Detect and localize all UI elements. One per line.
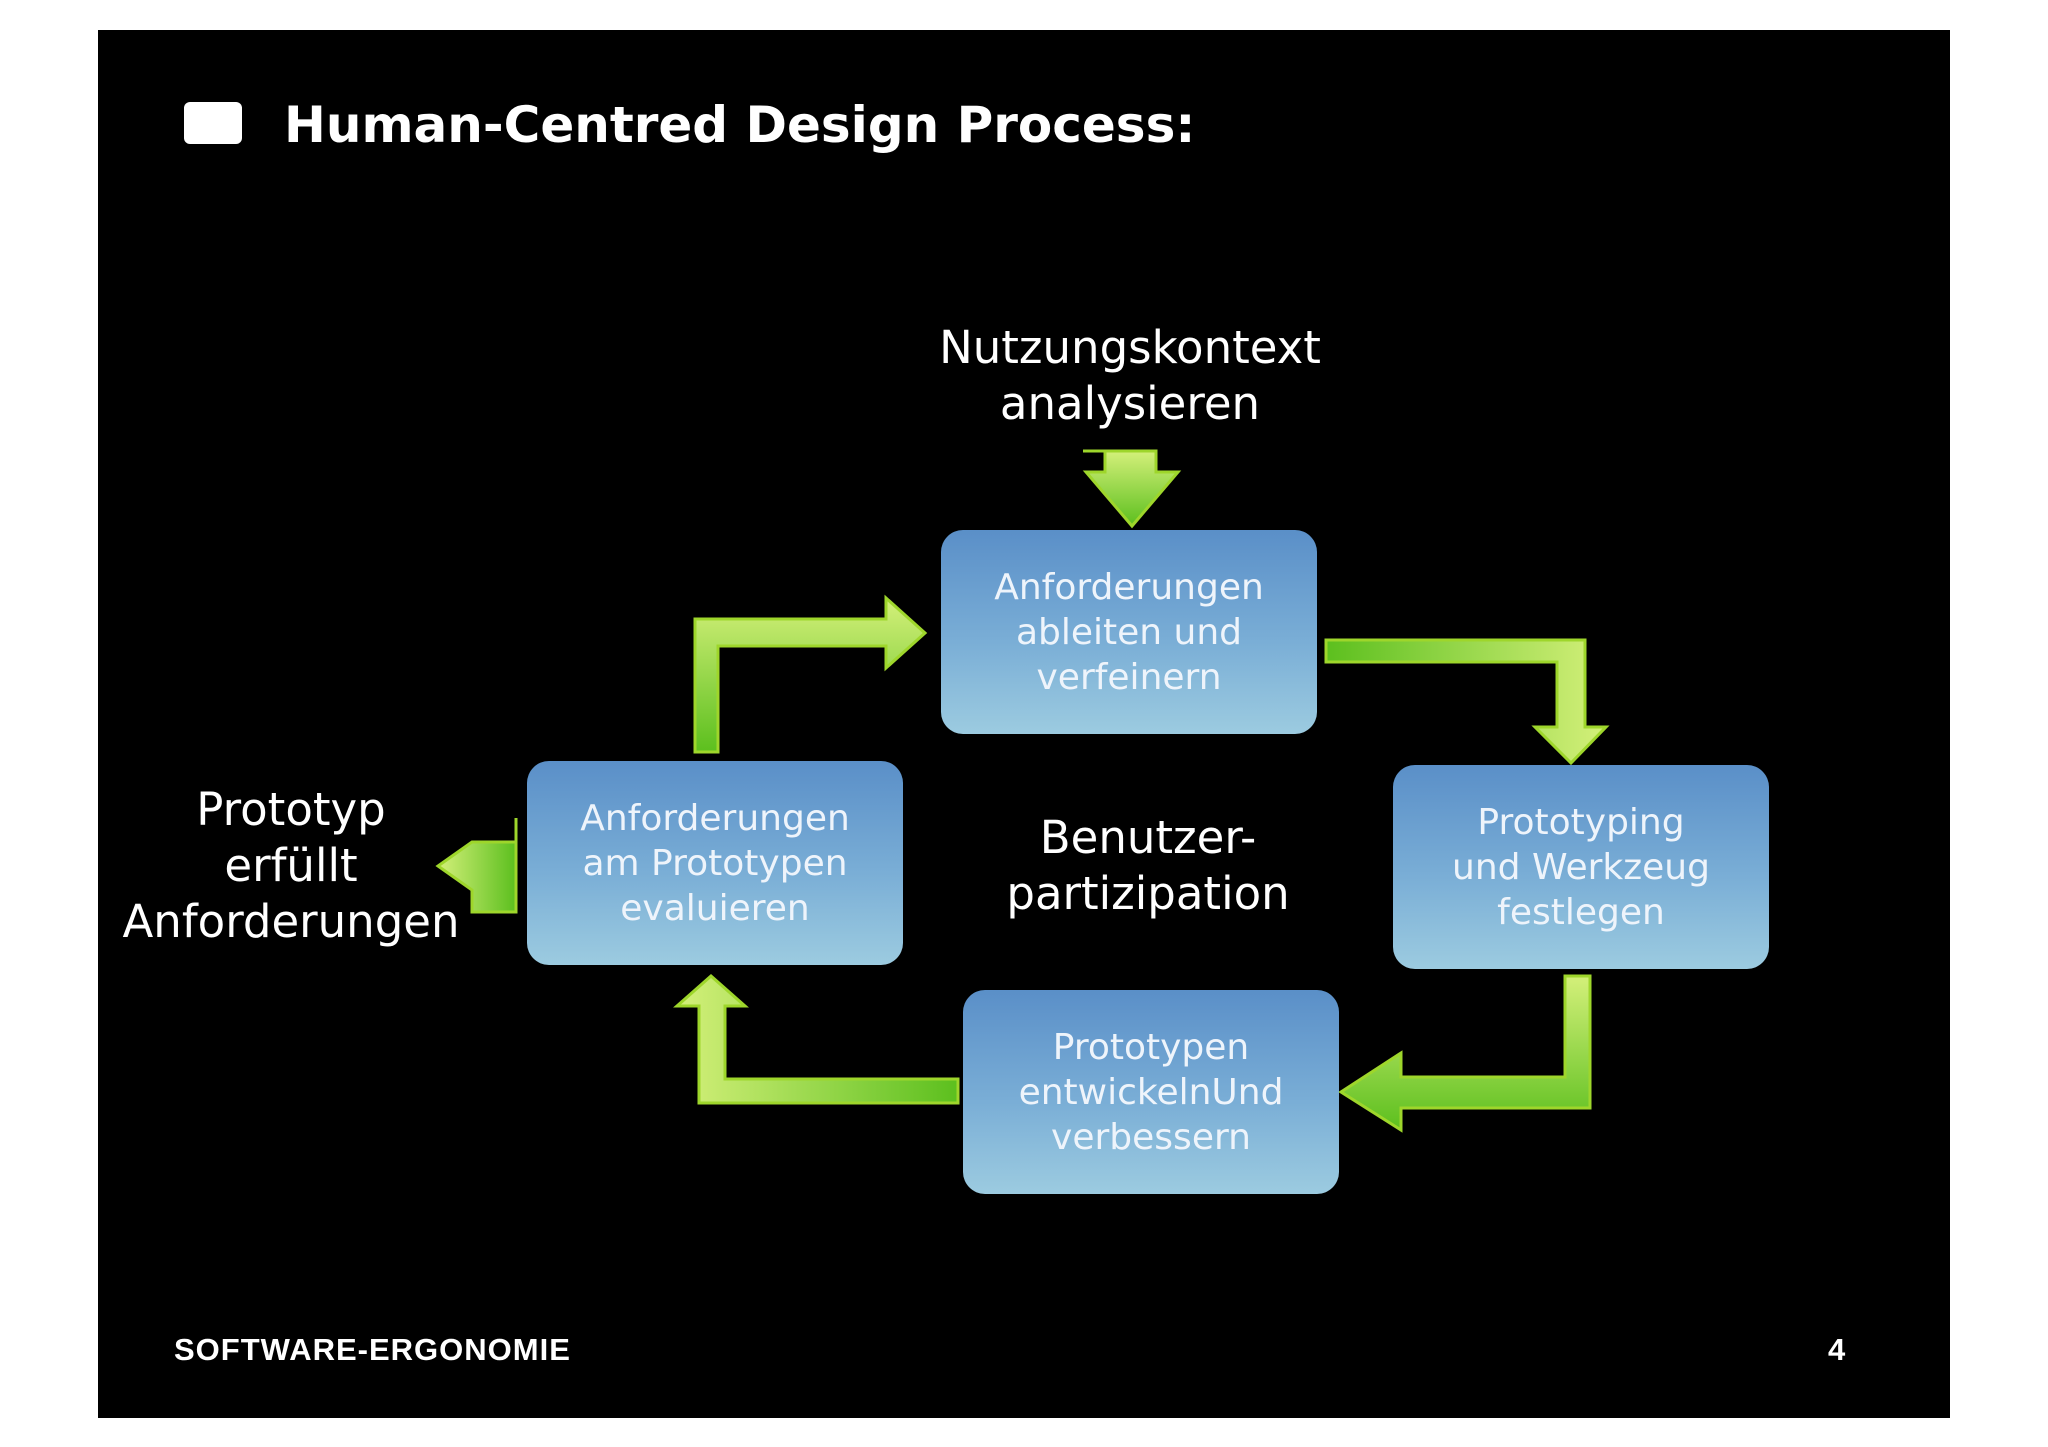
arrow-derive-to-prototyping	[1324, 638, 1610, 766]
participation-label: Benutzer- partizipation	[1006, 811, 1290, 920]
context-label: Nutzungskontext analysieren	[939, 321, 1321, 430]
box-develop-prototypes: Prototypen entwickelnUnd verbessern	[963, 990, 1339, 1194]
outcome-label: Prototyp erfüllt Anforderungen	[122, 783, 460, 948]
slide: Human-Centred Design Process:	[98, 30, 1950, 1418]
title-bullet	[184, 102, 242, 144]
box-derive-requirements: Anforderungen ableiten und verfeinern	[941, 530, 1317, 734]
arrow-to-outcome	[435, 818, 518, 914]
page-number: 4	[1828, 1332, 1846, 1367]
box-prototyping-tools: Prototyping und Werkzeug festlegen	[1393, 765, 1769, 969]
box-evaluate-requirements: Anforderungen am Prototypen evaluieren	[527, 761, 903, 965]
slide-title: Human-Centred Design Process:	[284, 96, 1196, 154]
arrow-evaluate-to-derive	[693, 594, 928, 754]
process-arrows	[435, 449, 1610, 1133]
footer-course-name: SOFTWARE-ERGONOMIE	[174, 1332, 571, 1367]
arrow-develop-to-evaluate	[673, 973, 960, 1105]
arrow-prototyping-to-develop	[1338, 974, 1592, 1133]
context-arrow	[1082, 449, 1182, 529]
